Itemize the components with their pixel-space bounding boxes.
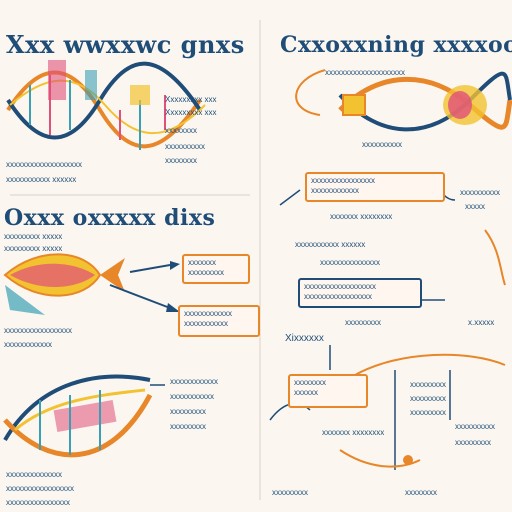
label: Xxxxxxxxx xxx	[165, 95, 217, 104]
label: xxxxxxxxx	[455, 438, 491, 447]
label: xxxxxxxxxxx xxxxxx	[295, 240, 366, 249]
label: xxxxxxxxx	[170, 422, 206, 431]
label: xxxxxxx xxxxxxxx	[330, 212, 393, 221]
box-line: xxxxxxxxxxxxxxxxx	[304, 292, 372, 301]
label: xxxxxxxxxx	[362, 140, 402, 149]
label: xxxxxxxxxxxxxx	[6, 470, 62, 479]
label: xxxxxxxxx	[410, 408, 446, 417]
arrow-lower	[109, 284, 171, 309]
label: xxxxxxxxxxxxxxxxx	[4, 326, 72, 335]
label: xxxxxxxxx xxxxx	[4, 232, 63, 241]
label: xxxxxxxxxx	[165, 142, 205, 151]
label: xxxxxxxx	[405, 488, 437, 497]
title-top-left: Xxx wwxxwc gnxs	[6, 30, 245, 59]
fish-diagram	[3, 253, 180, 315]
box-line: xxxxxxxxxxxxxxxxxx	[304, 282, 376, 291]
box-line: xxxxxxxxxxxxxxxx	[311, 176, 375, 185]
box-line: xxxxxxxxxxxx	[184, 309, 232, 318]
label: xxxxxxxxxxxxxxxx	[6, 498, 70, 507]
title-top-right: Cxxoxxning xxxxoo	[280, 32, 512, 58]
label: xxxxxxxxxx	[455, 422, 495, 431]
label: xxxxxxxxx	[410, 394, 446, 403]
box-line: xxxxxxx	[188, 258, 216, 267]
label: xxxxxxxx	[165, 156, 197, 165]
label: xxxxxxxx	[165, 126, 197, 135]
label: x.xxxxx	[468, 318, 495, 327]
dna-helix-bottom-left	[3, 374, 165, 458]
box-line: xxxxxxxx	[294, 378, 326, 387]
arrow-upper	[129, 264, 171, 273]
label: Xxxxxxxxx xxx	[165, 108, 217, 117]
dna-helix-top-right	[295, 69, 512, 132]
label: xxxxxxxxxxxx	[4, 340, 52, 349]
label: xxxxxxxxxxx xxxxxx	[6, 175, 77, 184]
box-line: xxxxxxxxxxx	[184, 319, 228, 328]
callout-box-upper: xxxxxxx xxxxxxxxx	[182, 254, 250, 284]
label: xxxxxxxxx	[272, 488, 308, 497]
info-box-bottom: xxxxxxxx xxxxxx	[288, 374, 368, 408]
label: xxxxxxxxxxxxxxxxxxx	[6, 160, 82, 169]
label: xxxxx	[465, 202, 485, 211]
box-line: xxxxxx	[294, 388, 318, 397]
box-line: xxxxxxxxxxxx	[311, 186, 359, 195]
label: Xixxxxxx	[285, 333, 324, 344]
label: xxxxxxxxxxxx	[170, 377, 218, 386]
label: xxxxxxxxx xxxxx	[4, 244, 63, 253]
label: xxxxxxxxxxxxxxxxxxxx	[325, 68, 405, 77]
callout-box-lower: xxxxxxxxxxxx xxxxxxxxxxx	[178, 305, 260, 337]
label: xxxxxxxxx	[170, 407, 206, 416]
label: xxxxxxxxxxxxxxx	[320, 258, 380, 267]
label: xxxxxxxxxx	[460, 188, 500, 197]
info-box-top: xxxxxxxxxxxxxxxx xxxxxxxxxxxx	[305, 172, 445, 202]
title-mid-left: Oxxx oxxxxx dixs	[4, 205, 216, 231]
info-box-middle: xxxxxxxxxxxxxxxxxx xxxxxxxxxxxxxxxxx	[298, 278, 422, 308]
label: xxxxxxxxxxx	[170, 392, 214, 401]
box-line: xxxxxxxxx	[188, 268, 224, 277]
label: xxxxxxxxx	[345, 318, 381, 327]
label: xxxxxxxxxxxxxxxxx	[6, 484, 74, 493]
label: xxxxxxxxx	[410, 380, 446, 389]
dna-helix-top-left	[6, 60, 206, 150]
label: xxxxxxx xxxxxxxx	[322, 428, 385, 437]
